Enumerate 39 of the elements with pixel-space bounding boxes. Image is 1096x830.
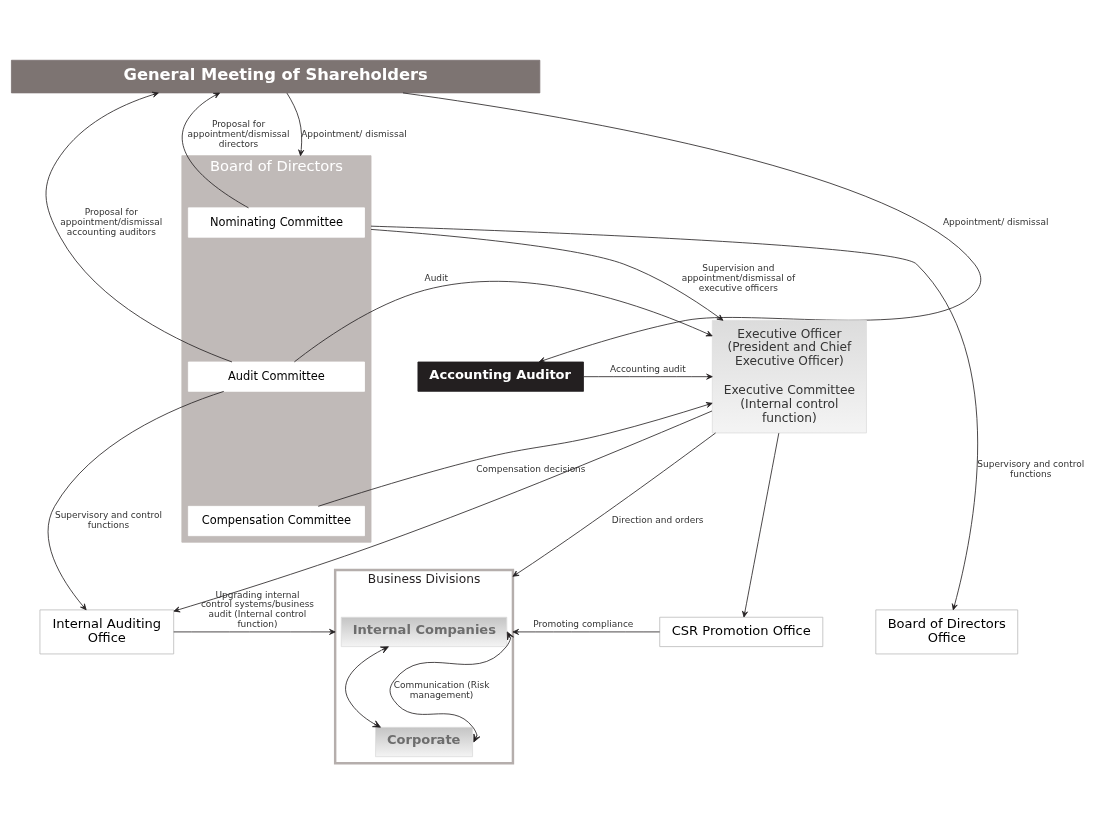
arrow bbox=[317, 402, 713, 507]
edge-label: Communication (Risk management) bbox=[393, 680, 490, 700]
node-box: Audit Committee bbox=[187, 361, 365, 392]
edge-label: Appointment/ dismissal bbox=[942, 216, 1049, 227]
arrow bbox=[173, 628, 336, 635]
arrow bbox=[286, 92, 305, 157]
edge-label: Proposal for appointment/dismissal directors bbox=[187, 118, 290, 149]
edge-label: Promoting compliance bbox=[533, 618, 634, 629]
node-box: Compensation Committee bbox=[187, 505, 365, 537]
edge-label: Proposal for appointment/dismissal accounting auditors bbox=[60, 207, 163, 237]
node-box: Internal Companies bbox=[340, 616, 508, 647]
arrow bbox=[47, 390, 225, 611]
edge-label: Supervisory and control functions bbox=[55, 510, 162, 531]
node-box: Accounting Auditor bbox=[417, 361, 584, 392]
edge-label: Audit bbox=[424, 273, 449, 284]
edge-label: Direction and orders bbox=[611, 515, 704, 526]
node-box: Executive Officer (President and Chief Executive Officer) Executive Committee (Internal control function) bbox=[711, 320, 867, 434]
arrow bbox=[512, 432, 716, 577]
arrow bbox=[512, 628, 661, 635]
arrow bbox=[370, 229, 724, 321]
arrow bbox=[345, 646, 389, 728]
node-box: General Meeting of Shareholders bbox=[11, 59, 541, 94]
edge-label: Supervision and appointment/dismissal of executive officers bbox=[681, 263, 796, 293]
node-box: Corporate bbox=[375, 726, 473, 758]
node-box: Board of Directors Office bbox=[875, 609, 1019, 655]
arrow bbox=[583, 373, 713, 380]
node-box: CSR Promotion Office bbox=[659, 616, 824, 647]
arrow bbox=[173, 410, 713, 613]
node-box: Nominating Committee bbox=[187, 207, 365, 238]
arrow bbox=[742, 432, 780, 618]
arrow bbox=[389, 631, 514, 743]
node-box: Internal Auditing Office bbox=[39, 609, 175, 655]
arrow bbox=[45, 91, 233, 363]
edge-label: Accounting audit bbox=[609, 363, 686, 374]
arrow bbox=[181, 92, 249, 209]
arrow bbox=[293, 280, 713, 363]
arrow bbox=[402, 92, 982, 363]
arrow bbox=[370, 225, 979, 611]
edge-label: Supervisory and control functions bbox=[977, 459, 1085, 479]
